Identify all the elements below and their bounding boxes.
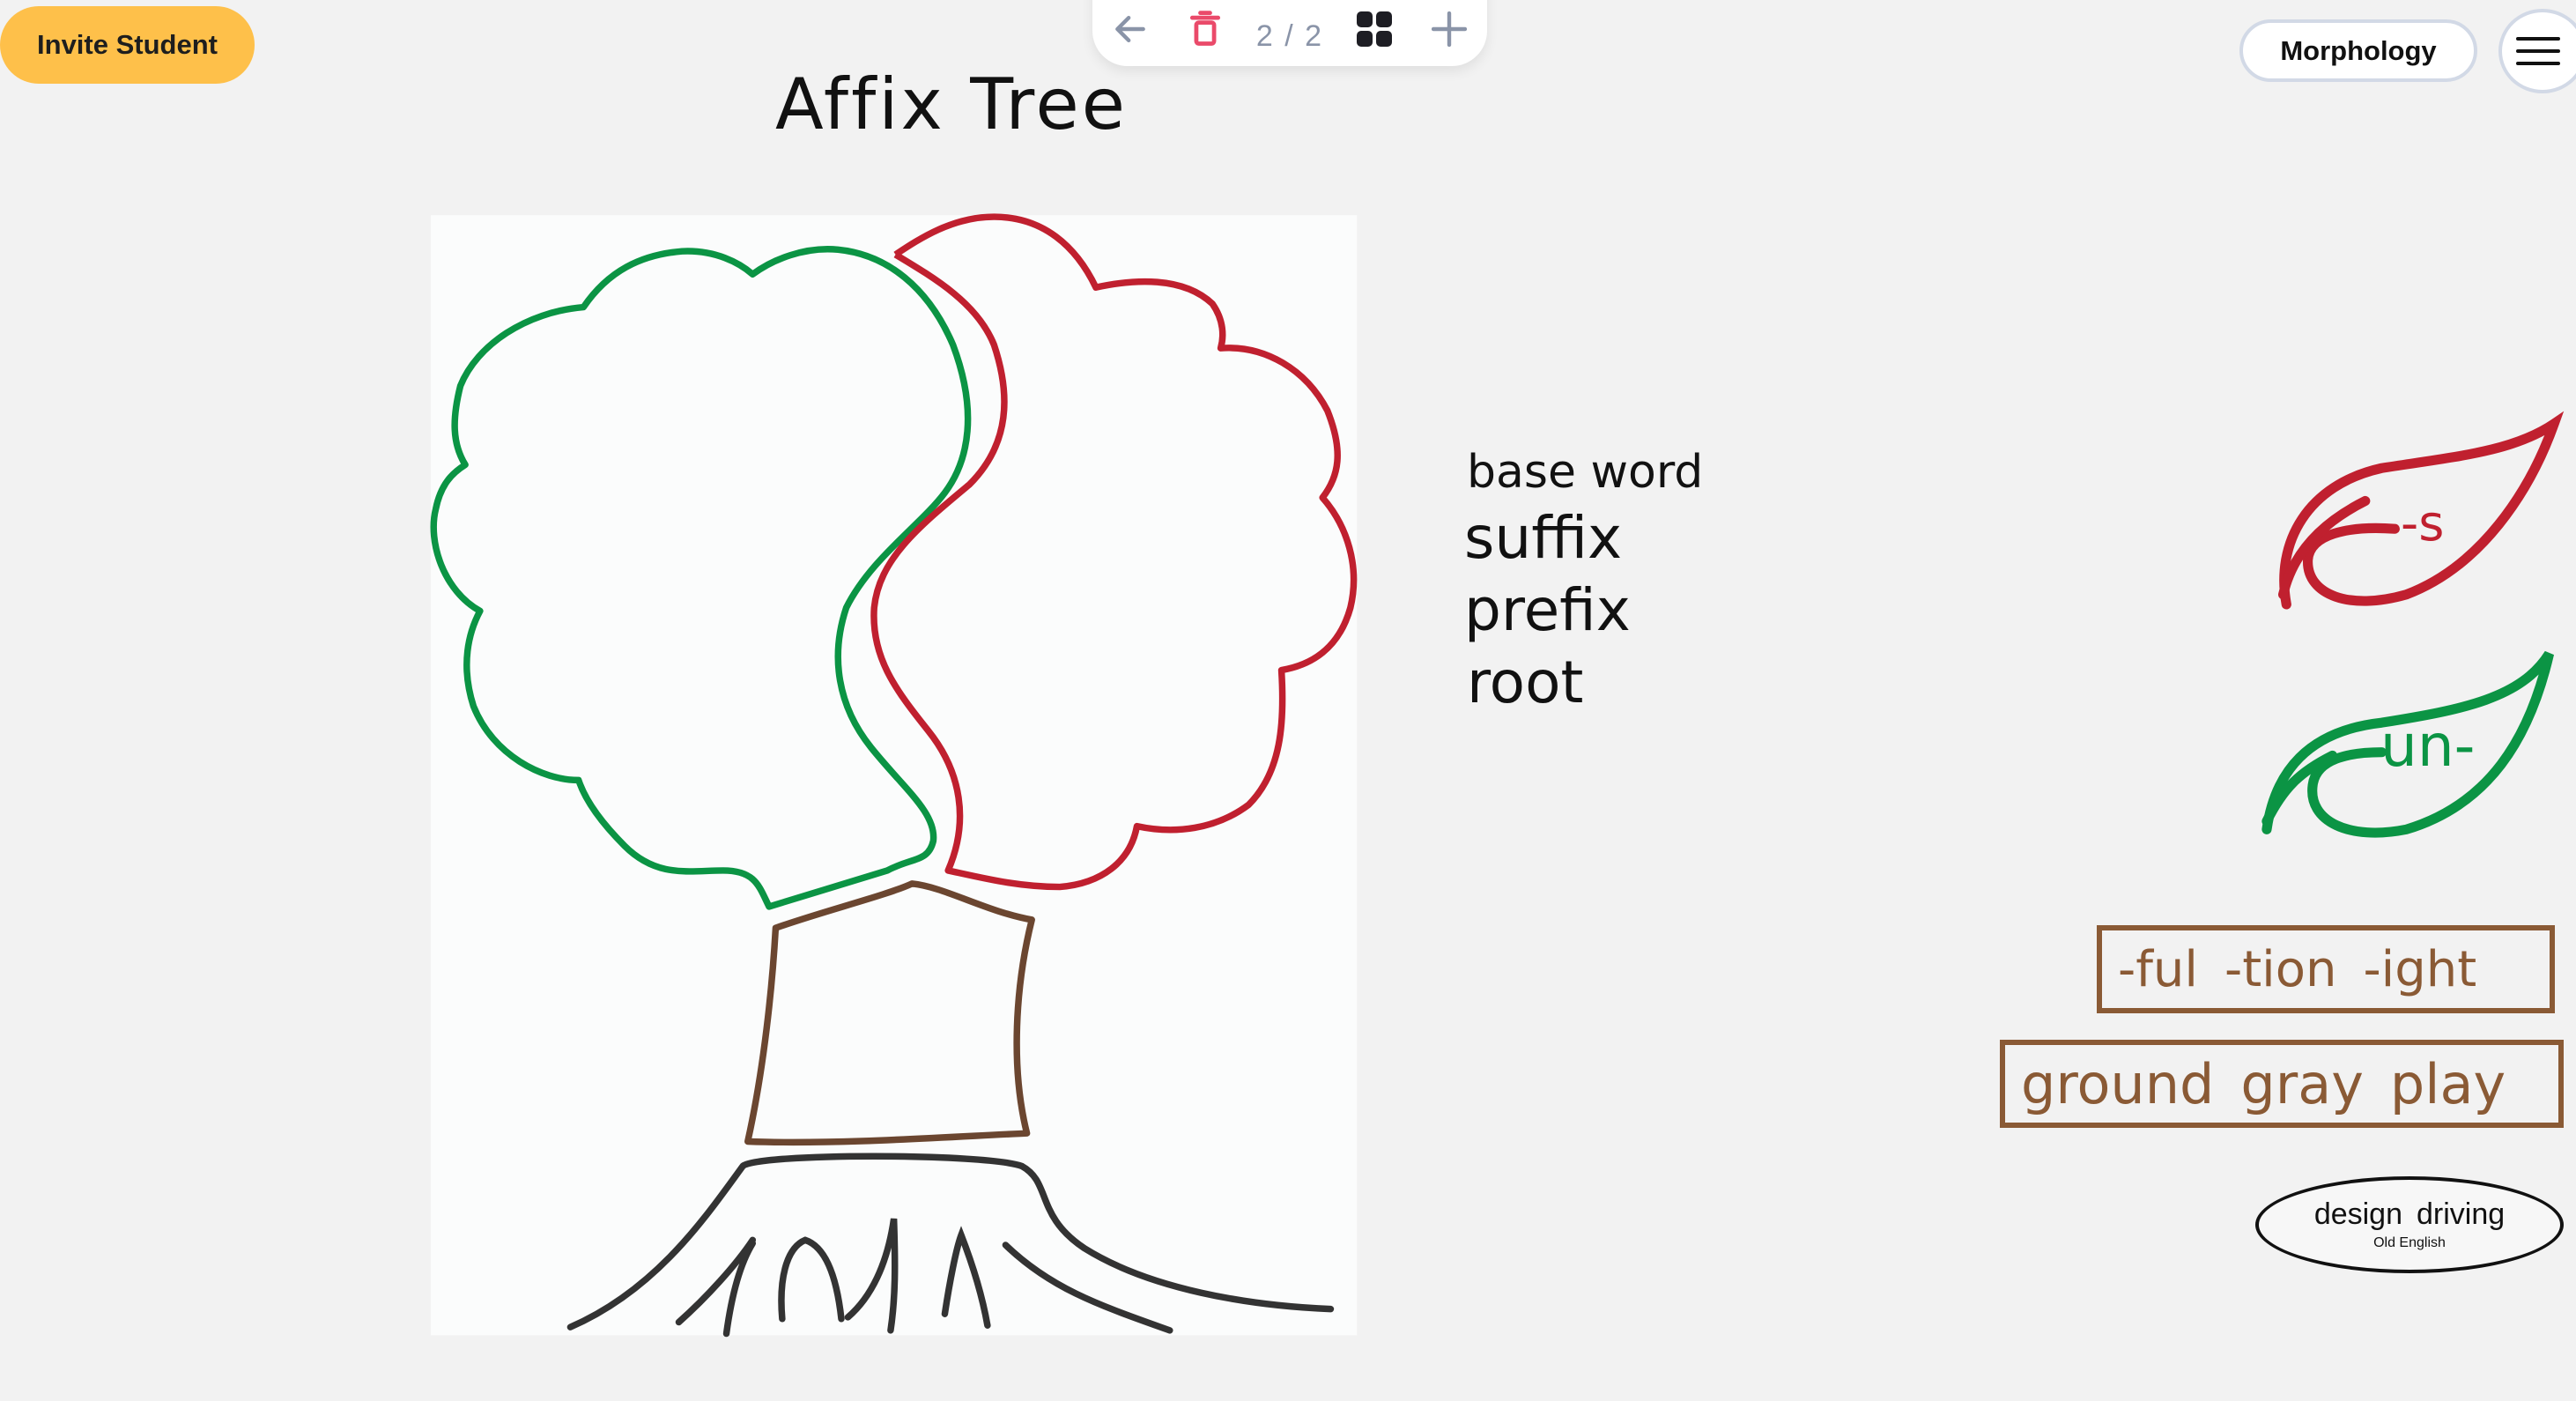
hamburger-line [2516,62,2560,65]
suffix-leaf-text: -s [2401,495,2445,552]
root-oval-card[interactable]: design driving Old English [2255,1176,2564,1273]
suffix-card[interactable]: -ful -tion -ight [2097,925,2555,1013]
hamburger-menu-icon [2516,37,2560,41]
card-word: ground [2021,1051,2215,1116]
label-root[interactable]: root [1467,649,1584,716]
label-base-word[interactable]: base word [1467,446,1704,499]
menu-button[interactable] [2498,9,2576,93]
root-word: design [2313,1197,2403,1232]
trunk-outline [744,880,1035,1146]
prefix-crown-outline [430,246,972,910]
card-word: -ight [2363,940,2477,998]
morphology-mode-button[interactable]: Morphology [2239,19,2477,82]
label-prefix[interactable]: prefix [1464,576,1631,644]
root-word: driving [2417,1197,2506,1232]
card-word: -ful [2118,940,2198,998]
add-page-button[interactable] [1425,4,1474,54]
plus-icon [1432,11,1468,47]
page-indicator: 2 / 2 [1255,19,1324,53]
card-word: -tion [2224,940,2337,998]
base-word-card[interactable]: ground gray play [2000,1040,2564,1128]
prefix-leaf-text: un- [2380,712,2476,780]
board-title: Affix Tree [775,63,1128,145]
invite-student-button[interactable]: Invite Student [0,6,255,84]
label-suffix[interactable]: suffix [1464,504,1623,572]
suffix-leaf-shape[interactable] [2277,411,2565,610]
card-word: play [2389,1051,2506,1116]
arrow-left-icon [1114,15,1145,43]
hamburger-line [2516,49,2560,53]
back-button[interactable] [1106,4,1155,54]
root-origin: Old English [2373,1234,2446,1250]
page-grid-button[interactable] [1350,4,1399,54]
card-word: gray [2240,1051,2364,1116]
trash-icon [1190,11,1221,46]
prefix-leaf-shape[interactable] [2261,650,2555,838]
grid-icon [1356,11,1392,47]
delete-page-button[interactable] [1181,4,1230,54]
roots-outline [566,1153,1335,1338]
suffix-crown-outline [870,213,1358,891]
page-toolbar: 2 / 2 [1092,0,1487,66]
